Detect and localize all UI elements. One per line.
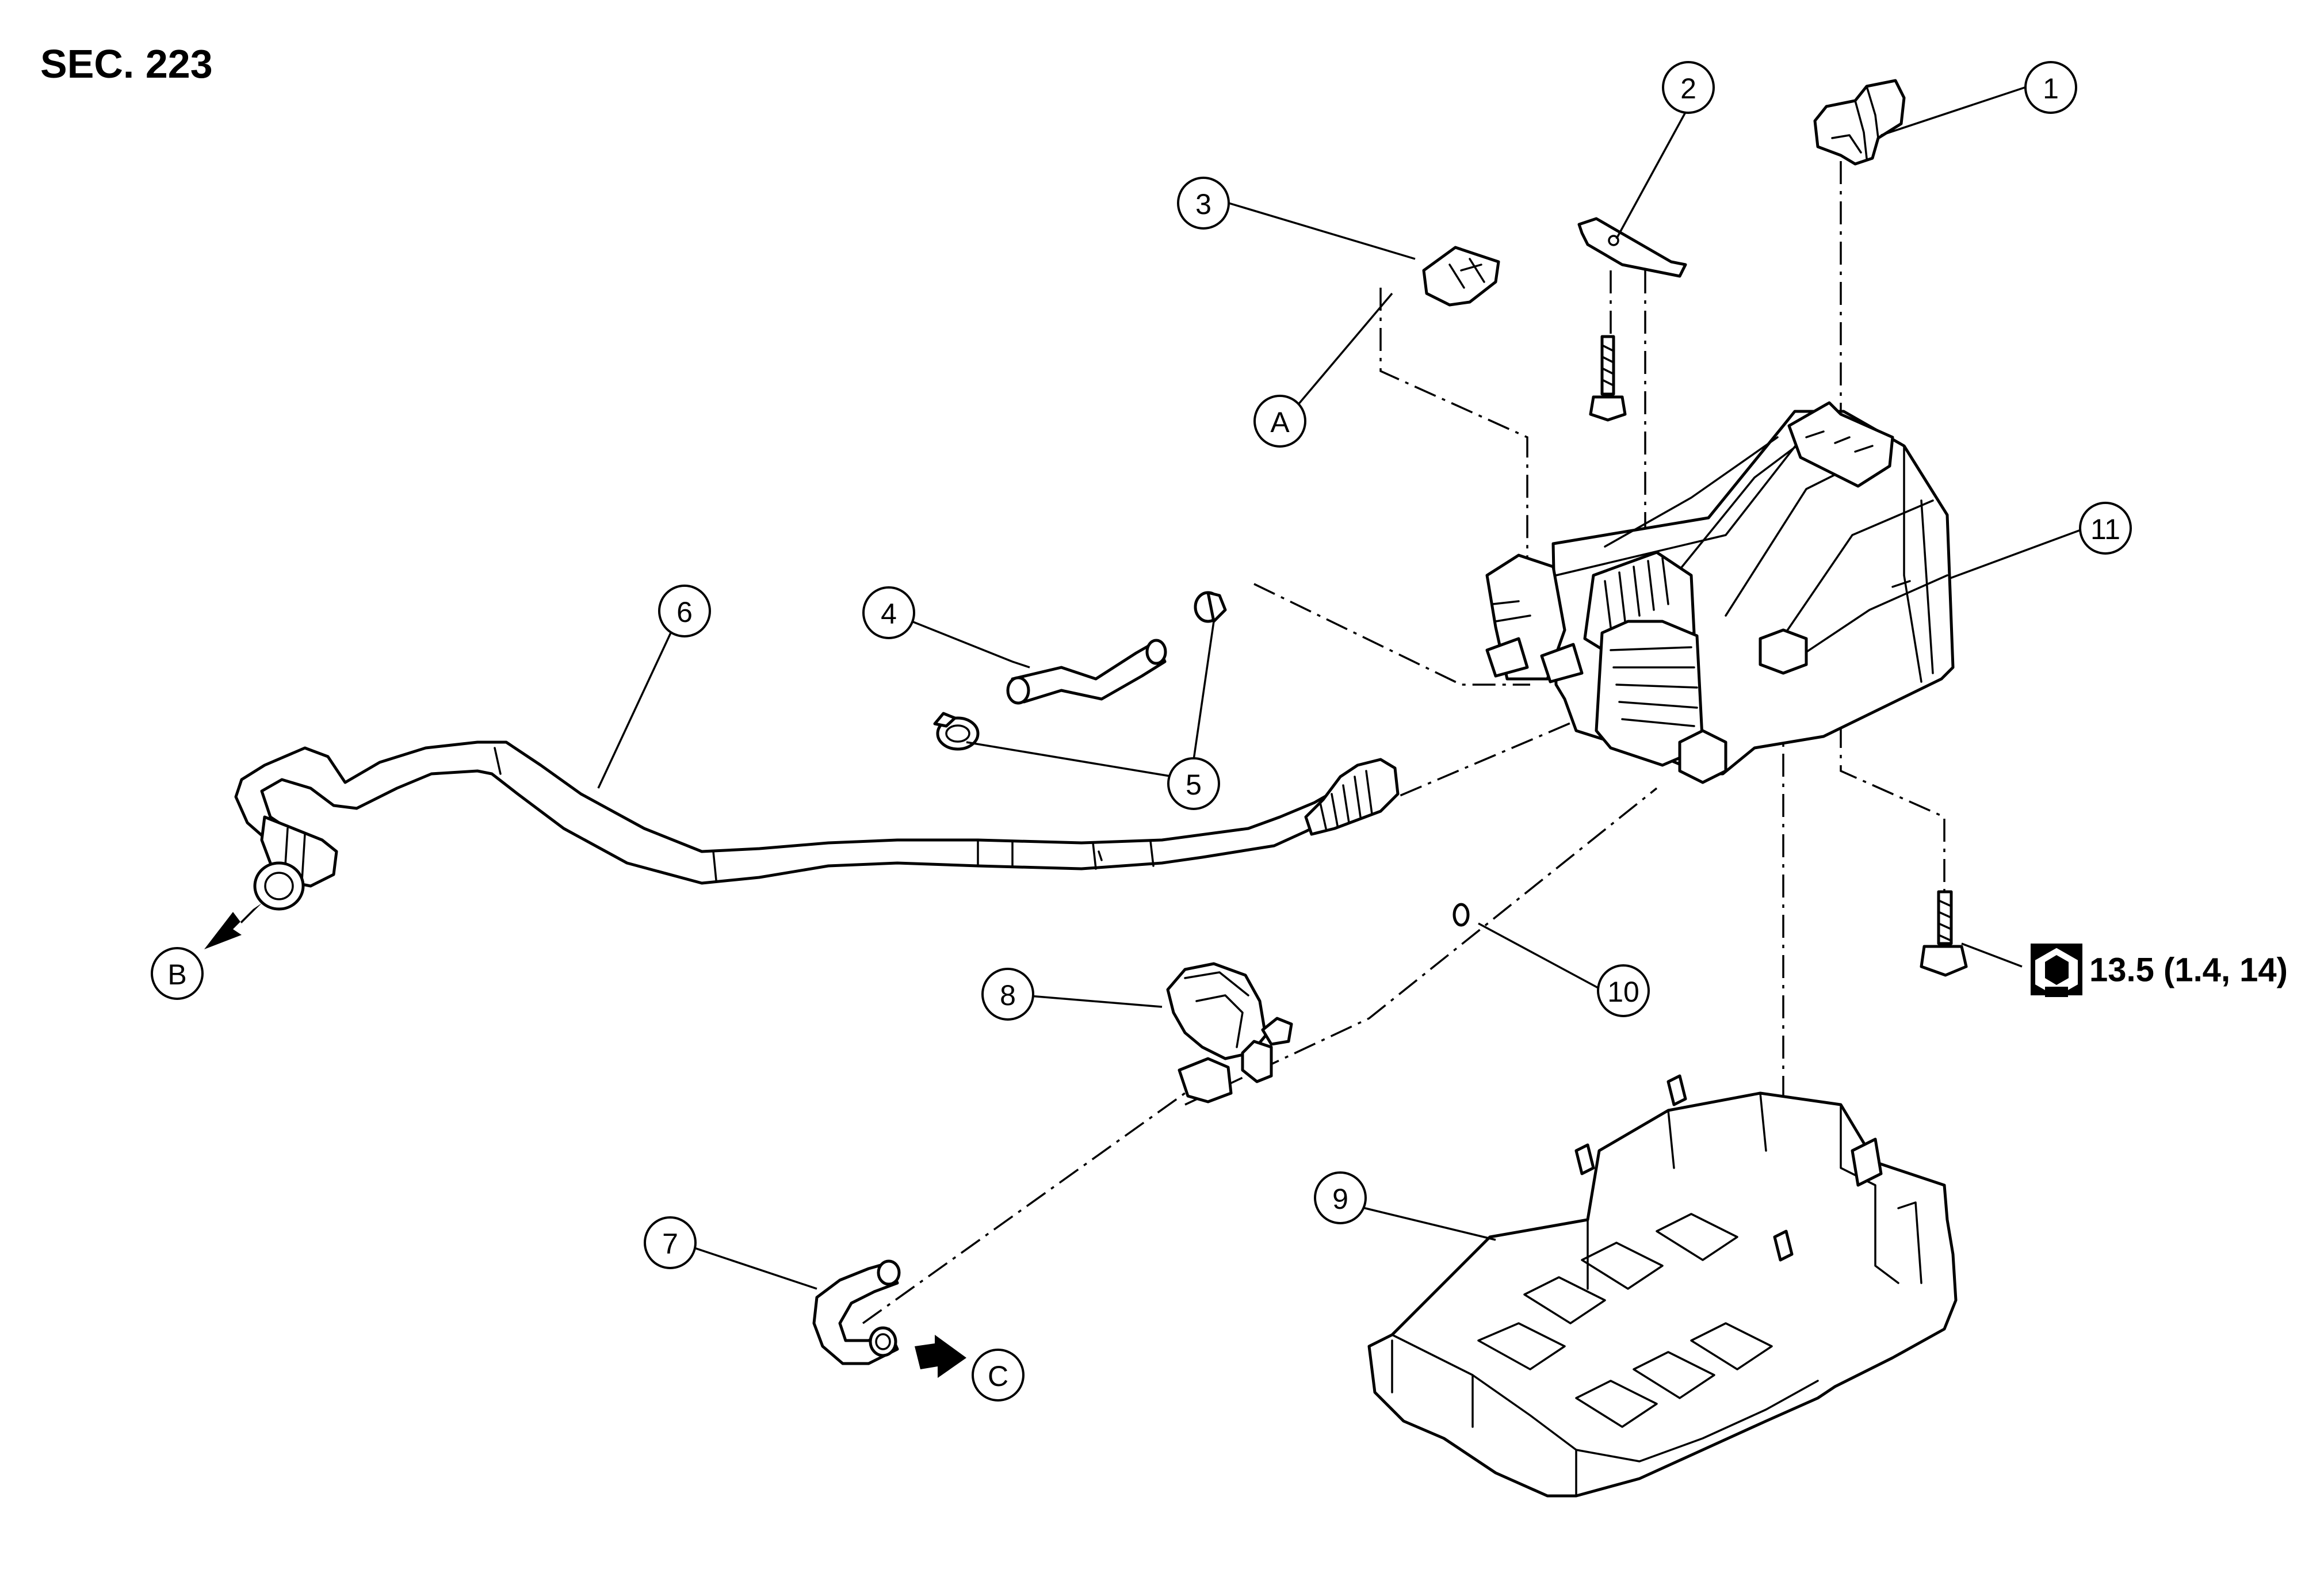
callout-A: A [1253,395,1306,448]
svg-text:A: A [1270,406,1290,438]
direction-arrow-icon [915,1335,966,1378]
svg-text:11: 11 [2090,513,2120,545]
callout-7: 7 [644,1216,697,1269]
callout-1: 1 [2024,61,2077,114]
hose-part-7 [812,1259,901,1365]
torque-spec: 13.5 (1.4, 14) [2089,952,2288,989]
callout-9: 9 [1314,1171,1367,1224]
clip-part-1 [1813,79,1906,166]
svg-text:C: C [988,1360,1008,1392]
callout-8: 8 [981,968,1034,1021]
callout-B: B [151,947,204,1000]
svg-text:6: 6 [676,596,693,628]
svg-text:3: 3 [1195,188,1211,220]
protector-tray-part-9 [1367,1074,1958,1498]
callout-10: 10 [1597,964,1650,1017]
valve-part-8 [1166,962,1293,1103]
svg-text:9: 9 [1332,1183,1348,1215]
bolt-upper [1589,335,1627,422]
callout-4: 4 [862,586,915,639]
hose-part-6 [234,740,1400,911]
svg-text:7: 7 [662,1228,678,1260]
direction-arrow-icon [204,903,262,949]
svg-text:8: 8 [1000,979,1016,1011]
callout-5: 5 [1167,757,1220,810]
svg-text:10: 10 [1607,976,1639,1008]
hose-part-4 [1006,639,1167,705]
bolt-lower [1920,890,1968,977]
callout-C: C [972,1349,1025,1402]
bracket-part-2 [1577,217,1687,278]
svg-text:2: 2 [1680,72,1696,105]
o-ring-part-10 [1452,903,1470,927]
leader-lines [597,86,2083,1290]
evap-canister-part-11 [1485,401,1955,784]
svg-text:1: 1 [2043,72,2059,105]
callout-6: 6 [658,585,711,637]
callout-3: 3 [1177,177,1230,230]
connector-part-3 [1422,246,1500,307]
callout-2: 2 [1662,61,1715,114]
clamp-part-5-right [1194,591,1227,623]
section-label: SEC. 223 [40,41,213,86]
torque-wrench-icon [2031,944,2082,997]
callout-11: 11 [2079,502,2132,555]
svg-text:4: 4 [881,598,897,630]
clamp-part-5-left [933,712,980,751]
svg-text:5: 5 [1186,769,1202,801]
svg-text:B: B [167,959,186,991]
